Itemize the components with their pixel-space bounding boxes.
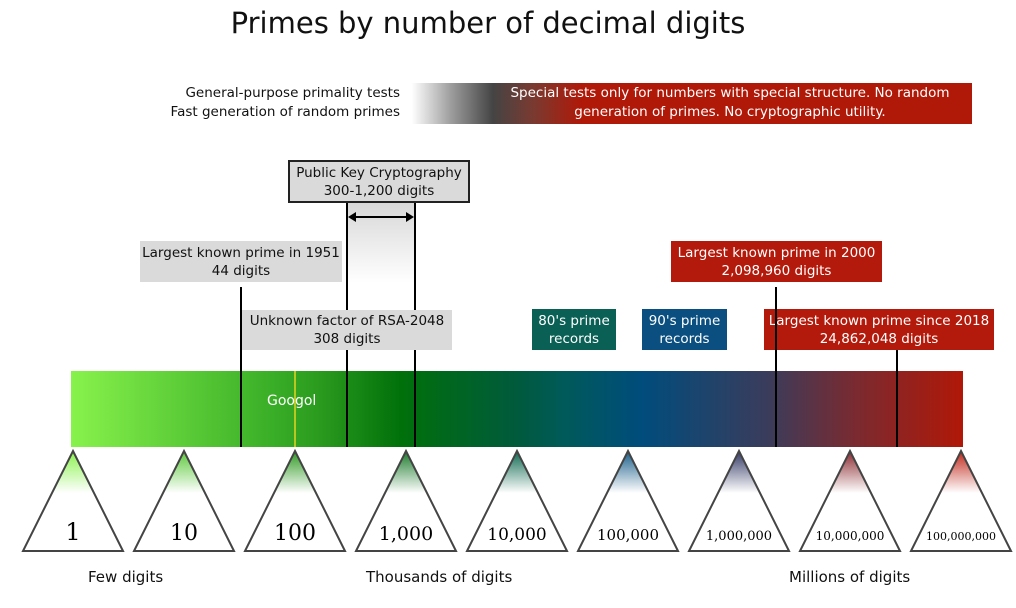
few-digits-label: Few digits (88, 568, 164, 586)
googol-label: Googol (267, 393, 317, 409)
scale-marker-5: 100,000 (576, 448, 680, 552)
prime-2018-line (896, 350, 898, 447)
prime-2018-line2: 24,862,048 digits (819, 330, 939, 347)
rsa-line2: 308 digits (313, 331, 381, 347)
scale-marker-3: 1,000 (354, 448, 458, 552)
scale-marker-label: 100,000,000 (926, 530, 996, 543)
scale-triangle (354, 448, 458, 552)
prime-1951-line (240, 287, 242, 447)
records-80s-line2: records (548, 330, 600, 347)
pkc-max-line-lower (414, 350, 416, 447)
prime-2000-line (775, 287, 777, 447)
scale-marker-label: 1 (65, 518, 80, 546)
scale-marker-label: 10,000 (487, 525, 546, 545)
pkc-line2: 300-1,200 digits (323, 182, 435, 199)
prime-2000-line2: 2,098,960 digits (721, 262, 832, 279)
banner-left-line-1: General-purpose primality tests (185, 85, 400, 101)
range-arrow-icon (348, 212, 414, 222)
rsa-line1: Unknown factor of RSA-2048 (249, 313, 445, 329)
pkc-min-line (346, 203, 348, 310)
page-title: Primes by number of decimal digits (230, 6, 746, 40)
general-tests-text: General-purpose primality tests Fast gen… (160, 84, 400, 122)
digits-gradient-bar (71, 371, 963, 447)
googol-marker (294, 371, 296, 447)
scale-marker-label: 100,000 (597, 526, 659, 544)
pkc-max-line (414, 203, 416, 310)
special-tests-text: Special tests only for numbers with spec… (490, 84, 970, 122)
scale-triangle (798, 448, 902, 552)
scale-marker-1: 10 (132, 448, 236, 552)
prime-2000-line1: Largest known prime in 2000 (677, 244, 876, 261)
thousands-digits-label: Thousands of digits (366, 568, 513, 586)
prime-1951-line2: 44 digits (211, 262, 271, 279)
scale-marker-label: 100 (274, 521, 316, 546)
scale-marker-4: 10,000 (465, 448, 569, 552)
pkc-min-line-lower (346, 350, 348, 447)
records-80s-line1: 80's prime (538, 312, 610, 329)
scale-marker-label: 10 (170, 521, 198, 546)
pkc-line1: Public Key Cryptography (296, 164, 462, 181)
scale-triangle (687, 448, 791, 552)
scale-triangle (465, 448, 569, 552)
records-90s-line1: 90's prime (648, 312, 721, 329)
test-type-banner (160, 83, 972, 124)
scale-marker-8: 100,000,000 (909, 448, 1013, 552)
records-90s-line2: records (659, 330, 710, 347)
scale-marker-0: 1 (21, 448, 125, 552)
scale-triangle (576, 448, 680, 552)
scale-marker-label: 10,000,000 (816, 529, 885, 543)
banner-left-line-2: Fast generation of random primes (170, 104, 400, 120)
scale-marker-label: 1,000 (379, 523, 433, 545)
scale-triangle (243, 448, 347, 552)
rsa-2048-box: Unknown factor of RSA-2048 308 digits (242, 310, 452, 350)
prime-2018-line1: Largest known prime since 2018 (768, 312, 990, 329)
digit-scale-triangles: 1 10 100 1,000 10,000 100,000 1,000,000 10,000,… (21, 448, 1013, 552)
scale-triangle (909, 448, 1013, 552)
scale-triangle (21, 448, 125, 552)
millions-digits-label: Millions of digits (789, 568, 911, 586)
scale-marker-2: 100 (243, 448, 347, 552)
banner-right-line-2: generation of primes. No cryptographic u… (574, 104, 886, 120)
prime-1951-line1: Largest known prime in 1951 (142, 244, 340, 261)
scale-triangle (132, 448, 236, 552)
scale-marker-6: 1,000,000 (687, 448, 791, 552)
banner-right-line-1: Special tests only for numbers with spec… (510, 85, 950, 101)
scale-marker-label: 1,000,000 (706, 529, 772, 544)
scale-marker-7: 10,000,000 (798, 448, 902, 552)
